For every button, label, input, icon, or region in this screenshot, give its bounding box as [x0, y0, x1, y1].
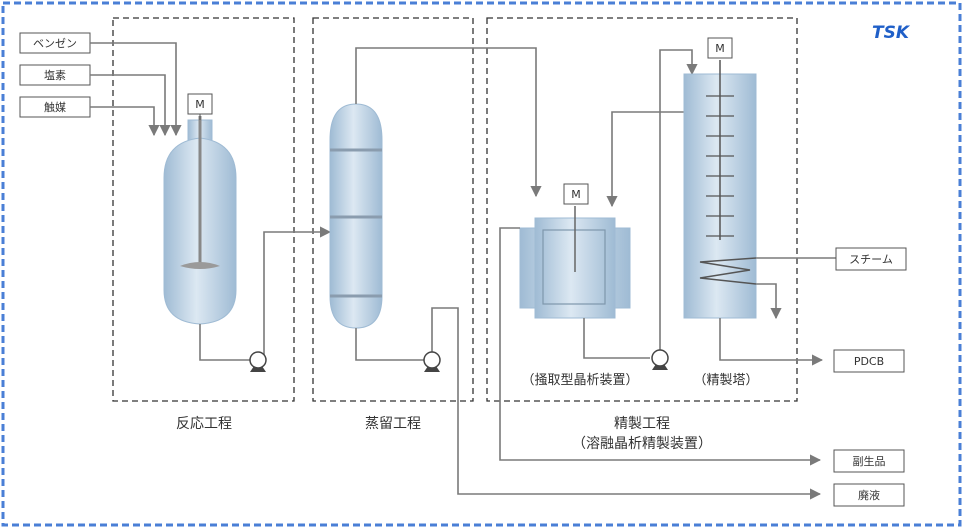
crystallizer-motor: M	[563, 183, 589, 205]
brand-logo: TSK	[872, 23, 911, 43]
refining-tower-label: （精製塔）	[693, 373, 758, 388]
reactor-motor-label: M	[195, 98, 205, 111]
scraped-crystallizer	[519, 206, 631, 319]
distillation-bottom-line	[355, 307, 822, 500]
feed-lines	[90, 42, 182, 137]
tower-return-line	[606, 111, 686, 208]
reactor-vessel	[163, 116, 237, 325]
crystallizer-motor-label: M	[571, 188, 581, 201]
crystallizer-label: （掻取型晶析装置）	[521, 373, 638, 388]
output-waste-label: 廃液	[858, 488, 880, 502]
pump-3	[651, 349, 669, 370]
pdcb-line	[719, 318, 824, 366]
input-benzene-label: ベンゼン	[33, 37, 77, 50]
output-byproduct: 副生品	[833, 449, 905, 473]
purification-section-label: 精製工程	[614, 416, 670, 432]
output-waste: 廃液	[833, 483, 905, 507]
reaction-section-label: 反応工程	[176, 416, 232, 432]
pump-2	[423, 351, 441, 372]
input-chlorine-label: 塩素	[44, 68, 66, 82]
purification-section-sublabel: （溶融晶析精製装置）	[572, 436, 712, 452]
distillation-overhead-line	[355, 47, 542, 198]
distillation-column	[329, 103, 383, 329]
pump-1	[249, 351, 267, 372]
refining-tower	[683, 60, 757, 319]
steam-line	[756, 257, 836, 320]
reaction-section-box	[112, 17, 295, 402]
input-chlorine: 塩素	[19, 64, 91, 86]
output-steam-label: スチーム	[849, 253, 893, 266]
purification-section-box	[486, 17, 798, 402]
byproduct-line	[499, 227, 822, 466]
reactor-outlet-line	[199, 226, 332, 361]
distillation-section-label: 蒸留工程	[365, 416, 421, 432]
distillation-section-box	[312, 17, 474, 402]
reactor-motor: M	[187, 93, 213, 120]
crystallizer-outlet-line	[583, 49, 698, 359]
output-pdcb: PDCB	[833, 349, 905, 373]
output-steam: スチーム	[835, 247, 907, 271]
input-catalyst: 触媒	[19, 96, 91, 118]
tower-motor-label: M	[715, 42, 725, 55]
input-benzene: ベンゼン	[19, 32, 91, 54]
input-catalyst-label: 触媒	[44, 100, 66, 114]
output-byproduct-label: 副生品	[853, 454, 886, 468]
tower-motor: M	[707, 37, 733, 59]
output-pdcb-label: PDCB	[854, 355, 884, 368]
